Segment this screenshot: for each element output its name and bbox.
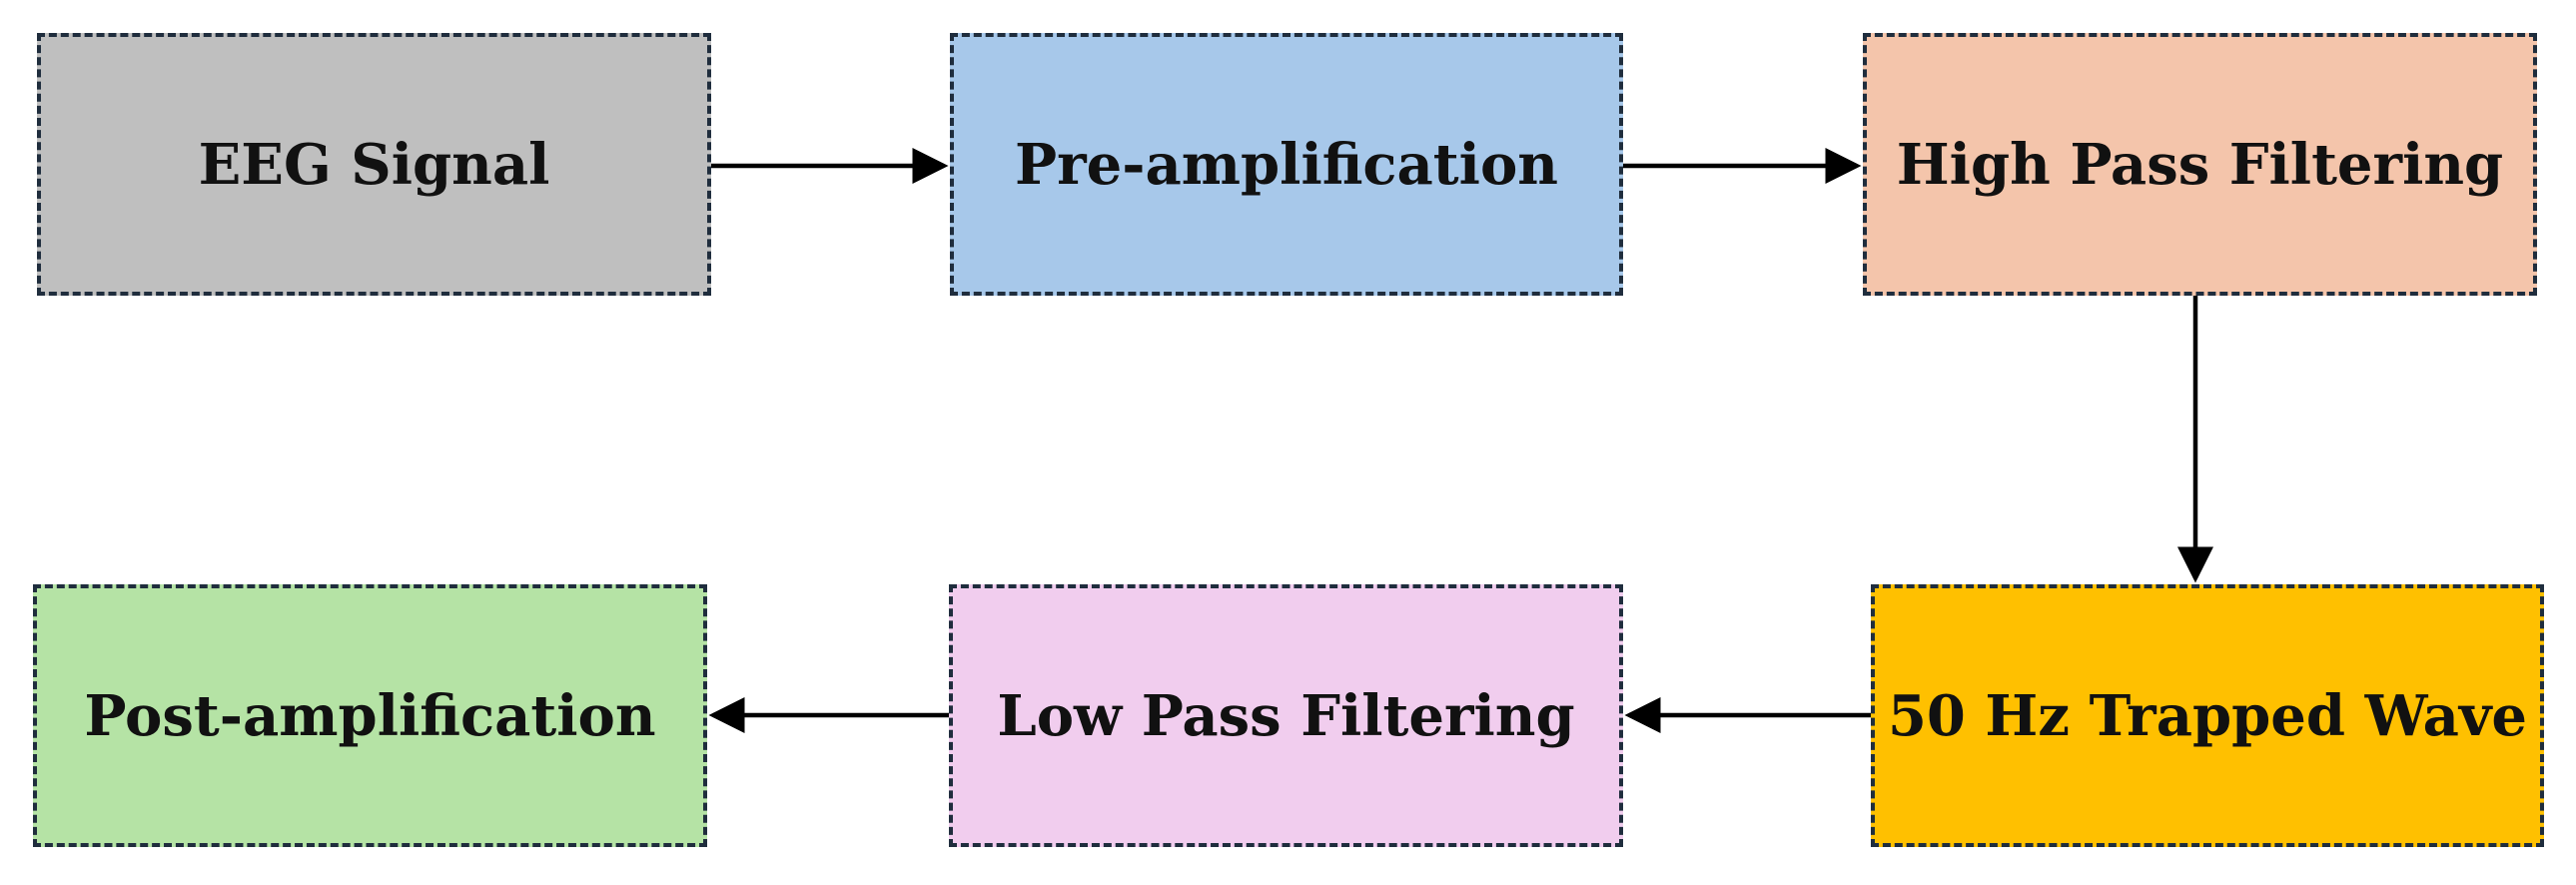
node-pre-amplification-label: Pre-amplification <box>1014 131 1559 198</box>
node-50hz-trapped-wave-label: 50 Hz Trapped Wave <box>1887 682 2528 749</box>
node-high-pass-filtering-label: High Pass Filtering <box>1896 131 2504 198</box>
node-high-pass-filtering: High Pass Filtering <box>1863 33 2537 296</box>
node-eeg-signal: EEG Signal <box>37 33 711 296</box>
node-low-pass-filtering: Low Pass Filtering <box>949 584 1623 847</box>
node-low-pass-filtering-label: Low Pass Filtering <box>997 682 1575 749</box>
node-post-amplification: Post-amplification <box>33 584 707 847</box>
node-pre-amplification: Pre-amplification <box>950 33 1623 296</box>
node-post-amplification-label: Post-amplification <box>84 682 656 749</box>
node-eeg-signal-label: EEG Signal <box>198 131 550 198</box>
node-50hz-trapped-wave: 50 Hz Trapped Wave <box>1871 584 2544 847</box>
